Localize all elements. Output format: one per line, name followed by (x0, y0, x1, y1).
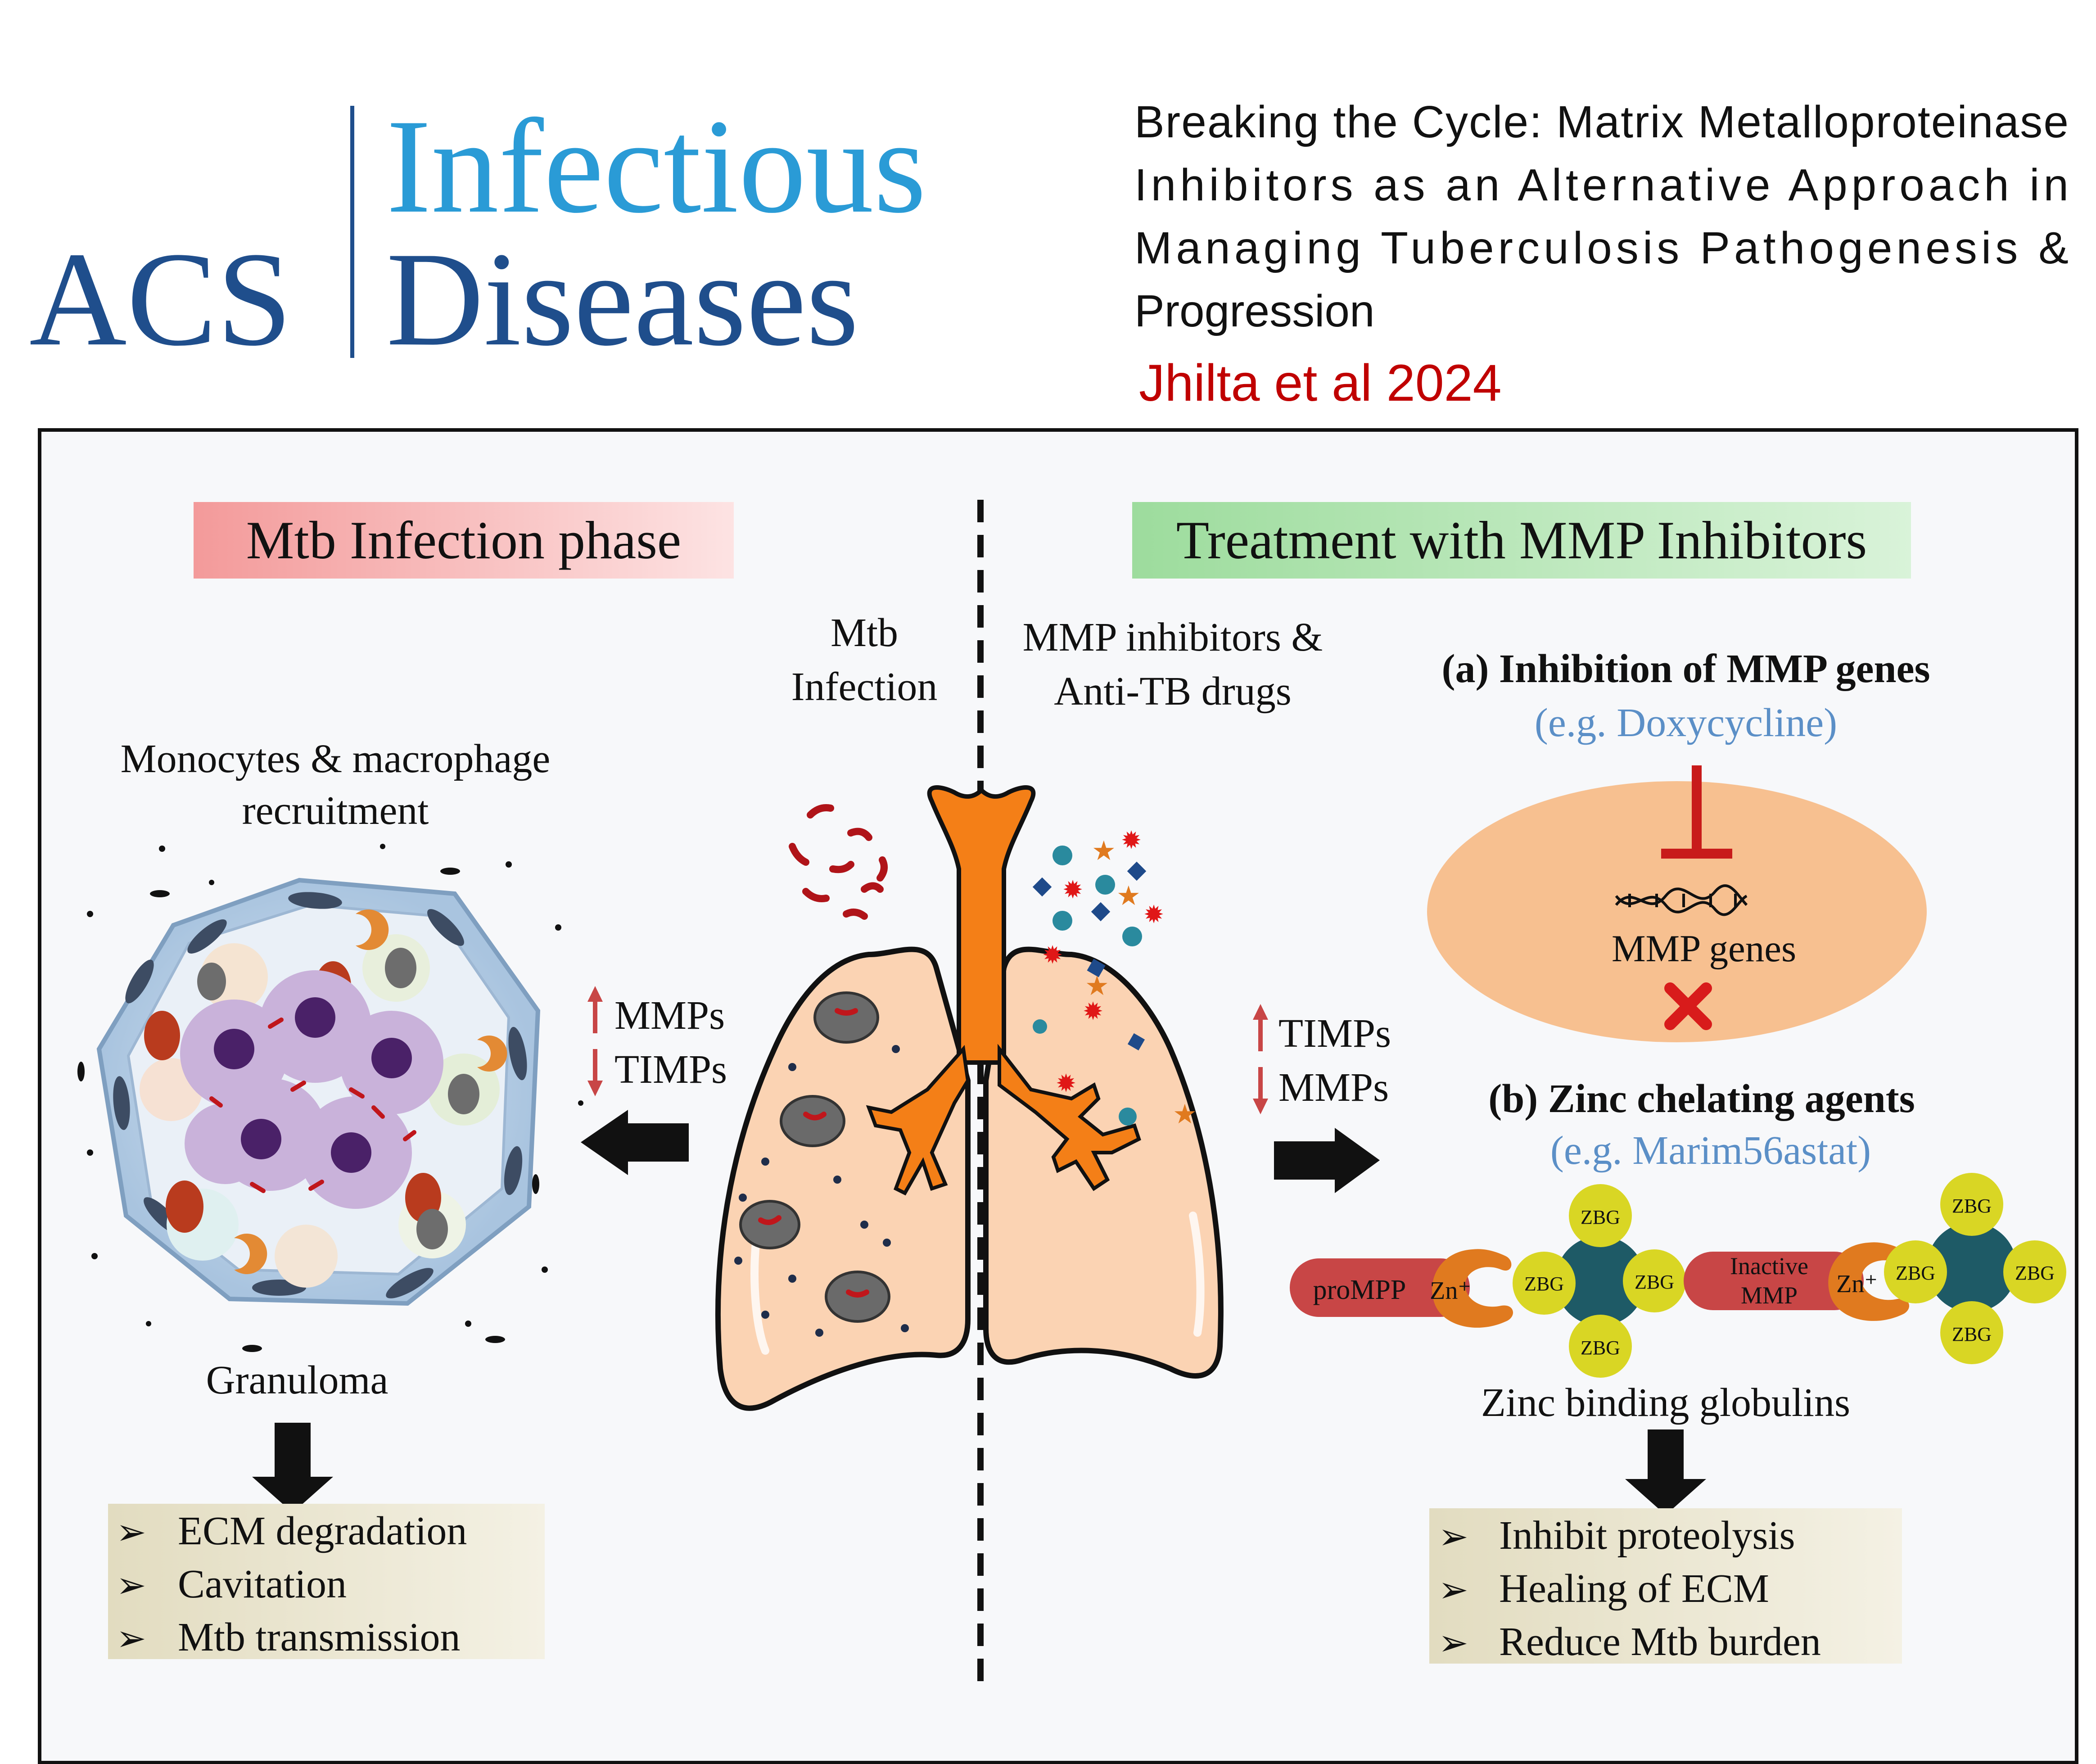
regulation-label-mmps: MMPs (614, 993, 725, 1038)
section-b-example: (e.g. Marim56astat) (1550, 1128, 1871, 1173)
svg-text:Treatment with MMP Inhibitors: Treatment with MMP Inhibitors (1176, 510, 1867, 570)
inactive-mmp-complex: Inactive MMP Zn⁺ ZBG ZBG ZBG ZBG (1684, 1173, 2066, 1364)
mmp-genes-label: MMP genes (1612, 927, 1796, 970)
checkmark-bullet-icon: ➢ (1438, 1623, 1468, 1663)
zbg-label: ZBG (1952, 1323, 1992, 1345)
paper-title: Breaking the Cycle: Matrix Metalloprotei… (1134, 97, 2069, 336)
journal-logo: ACS Infectious Diseases (29, 91, 926, 374)
infection-outcomes-box: ➢ ➢ ➢ ECM degradation Cavitation Mtb tra… (108, 1504, 545, 1660)
zbg-label: ZBG (1635, 1271, 1674, 1293)
arrow-icon (1274, 1128, 1380, 1193)
cross-icon (1664, 982, 1712, 1030)
outcome-item: Reduce Mtb burden (1499, 1619, 1821, 1664)
infection-banner: Mtb Infection phase (194, 502, 734, 579)
zbg-label: ZBG (1581, 1337, 1620, 1359)
arrow-icon (252, 1423, 333, 1513)
checkmark-bullet-icon: ➢ (1438, 1516, 1468, 1556)
bacteria-icon (758, 1008, 869, 1298)
svg-text:✹: ✹ (1062, 876, 1083, 904)
regulation-label-timps: TIMPs (614, 1047, 727, 1092)
treatment-label-1: MMP inhibitors & (1023, 615, 1323, 660)
paper-title-line-4: Progression (1134, 286, 1375, 336)
dna-icon (1615, 884, 1748, 916)
paper-title-line-1: Breaking the Cycle: Matrix Metalloprotei… (1134, 97, 2069, 147)
paper-title-line-2: Inhibitors as an Alternative Approach in (1134, 160, 2069, 210)
mmp-gene-inhibition: MMP genes (1427, 765, 1927, 1042)
logo-divider (350, 106, 354, 358)
svg-text:✹: ✹ (1056, 1069, 1076, 1097)
arrow-icon (1625, 1429, 1706, 1515)
bacteria-icon (789, 804, 888, 920)
logo-diseases: Diseases (386, 224, 859, 374)
svg-text:★: ★ (1173, 1099, 1197, 1129)
svg-text:✹: ✹ (1083, 997, 1103, 1025)
granuloma-label: Granuloma (206, 1358, 388, 1402)
checkmark-bullet-icon: ➢ (116, 1565, 146, 1605)
zinc-label: Zn⁺ (1430, 1277, 1471, 1305)
inhibition-icon (1661, 765, 1732, 859)
treatment-banner: Treatment with MMP Inhibitors (1132, 502, 1911, 579)
drug-molecule-icon: ★ ★ ★ ★ ✹ ✹ ✹ ✹ ✹ ✹ (1032, 826, 1197, 1129)
checkmark-bullet-icon: ➢ (1438, 1570, 1468, 1610)
granuloma-illustration (77, 844, 583, 1352)
infection-label-2: Infection (791, 665, 938, 709)
inactive-label-1: Inactive (1730, 1253, 1808, 1280)
bacteria-icon (209, 1018, 416, 1193)
svg-text:✹: ✹ (1042, 941, 1063, 969)
zinc-globulins-label: Zinc binding globulins (1481, 1380, 1850, 1425)
logo-acs: ACS (29, 224, 292, 374)
recruitment-label-2: recruitment (242, 788, 429, 833)
recruitment-label-1: Monocytes & macrophage (121, 737, 551, 781)
svg-text:★: ★ (1116, 881, 1141, 911)
infection-label-1: Mtb (831, 611, 898, 655)
infection-regulation: MMPs TIMPs (587, 986, 727, 1096)
svg-text:★: ★ (1092, 836, 1116, 866)
zbg-label: ZBG (1896, 1262, 1935, 1284)
outcome-item: Mtb transmission (178, 1615, 461, 1660)
outcome-item: Inhibit proteolysis (1499, 1513, 1795, 1558)
section-a-example: (e.g. Doxycycline) (1535, 701, 1837, 745)
section-a-title: (a) Inhibition of MMP genes (1441, 647, 1930, 691)
citation: Jhilta et al 2024 (1139, 354, 1502, 412)
lungs-illustration: ★ ★ ★ ★ ✹ ✹ ✹ ✹ ✹ ✹ (715, 785, 1224, 1411)
treatment-label-2: Anti-TB drugs (1054, 669, 1291, 714)
zbg-label: ZBG (1581, 1206, 1620, 1228)
checkmark-bullet-icon: ➢ (116, 1512, 146, 1552)
regulation-label-timps: TIMPs (1278, 1011, 1391, 1056)
outcome-item: Healing of ECM (1499, 1566, 1769, 1611)
zbg-label: ZBG (1524, 1273, 1564, 1295)
inactive-label-2: MMP (1741, 1282, 1798, 1309)
pro-mmp-complex: proMPP Zn⁺ ZBG ZBG ZBG ZBG (1290, 1184, 1686, 1378)
arrow-icon (581, 1110, 689, 1175)
svg-text:★: ★ (1085, 971, 1109, 1001)
treatment-regulation: TIMPs MMPs (1253, 1004, 1391, 1114)
treatment-outcomes-box: ➢ ➢ ➢ Inhibit proteolysis Healing of ECM… (1429, 1508, 1902, 1664)
zbg-label: ZBG (2015, 1262, 2055, 1284)
section-b-title: (b) Zinc chelating agents (1488, 1076, 1915, 1121)
checkmark-bullet-icon: ➢ (116, 1618, 146, 1658)
svg-text:✹: ✹ (1143, 900, 1164, 928)
logo-infectious: Infectious (386, 91, 926, 241)
svg-text:Mtb Infection phase: Mtb Infection phase (246, 510, 681, 570)
zinc-label: Zn⁺ (1836, 1270, 1878, 1298)
paper-title-line-3: Managing Tuberculosis Pathogenesis & (1134, 223, 2069, 273)
regulation-label-mmps: MMPs (1278, 1065, 1389, 1110)
pro-mmp-label: proMPP (1313, 1275, 1406, 1305)
zbg-label: ZBG (1952, 1195, 1992, 1217)
outcome-item: Cavitation (178, 1562, 347, 1606)
outcome-item: ECM degradation (178, 1509, 467, 1553)
svg-text:✹: ✹ (1121, 826, 1142, 854)
